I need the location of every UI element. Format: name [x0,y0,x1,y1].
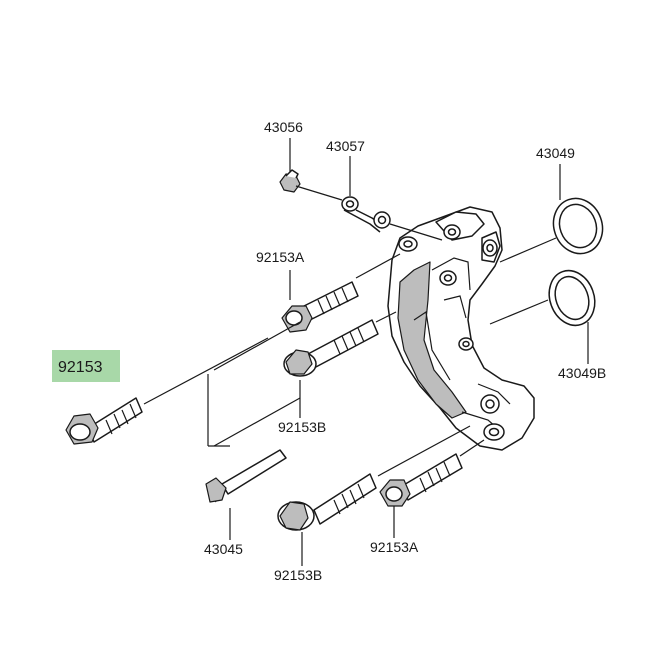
slide-pin-43045 [205,449,287,503]
label-92153a-bottom: 92153A [370,539,419,555]
label-43045: 43045 [204,541,243,557]
label-43049: 43049 [536,145,575,161]
piston-seal-43049 [552,197,604,255]
leader-lines [143,138,589,566]
bolt-92153 [65,397,143,445]
label-43049b: 43049B [558,365,606,381]
bracket-plate-43057 [341,196,391,233]
label-92153: 92153 [58,359,103,376]
bolt-92153b-bottom [277,473,377,531]
brake-caliper-body [387,206,535,451]
bolt-92153b-mid [283,319,379,377]
bleeder-screw-43056 [279,169,301,193]
label-43057: 43057 [326,138,365,154]
label-43056: 43056 [264,119,303,135]
label-92153b-mid: 92153B [278,419,326,435]
dust-seal-43049b [548,269,596,327]
bolt-92153a-bottom [379,453,463,507]
highlight-box [52,350,120,382]
label-92153a-top: 92153A [256,249,305,265]
label-92153b-bottom: 92153B [274,567,322,583]
bolt-92153a-top [281,281,359,333]
